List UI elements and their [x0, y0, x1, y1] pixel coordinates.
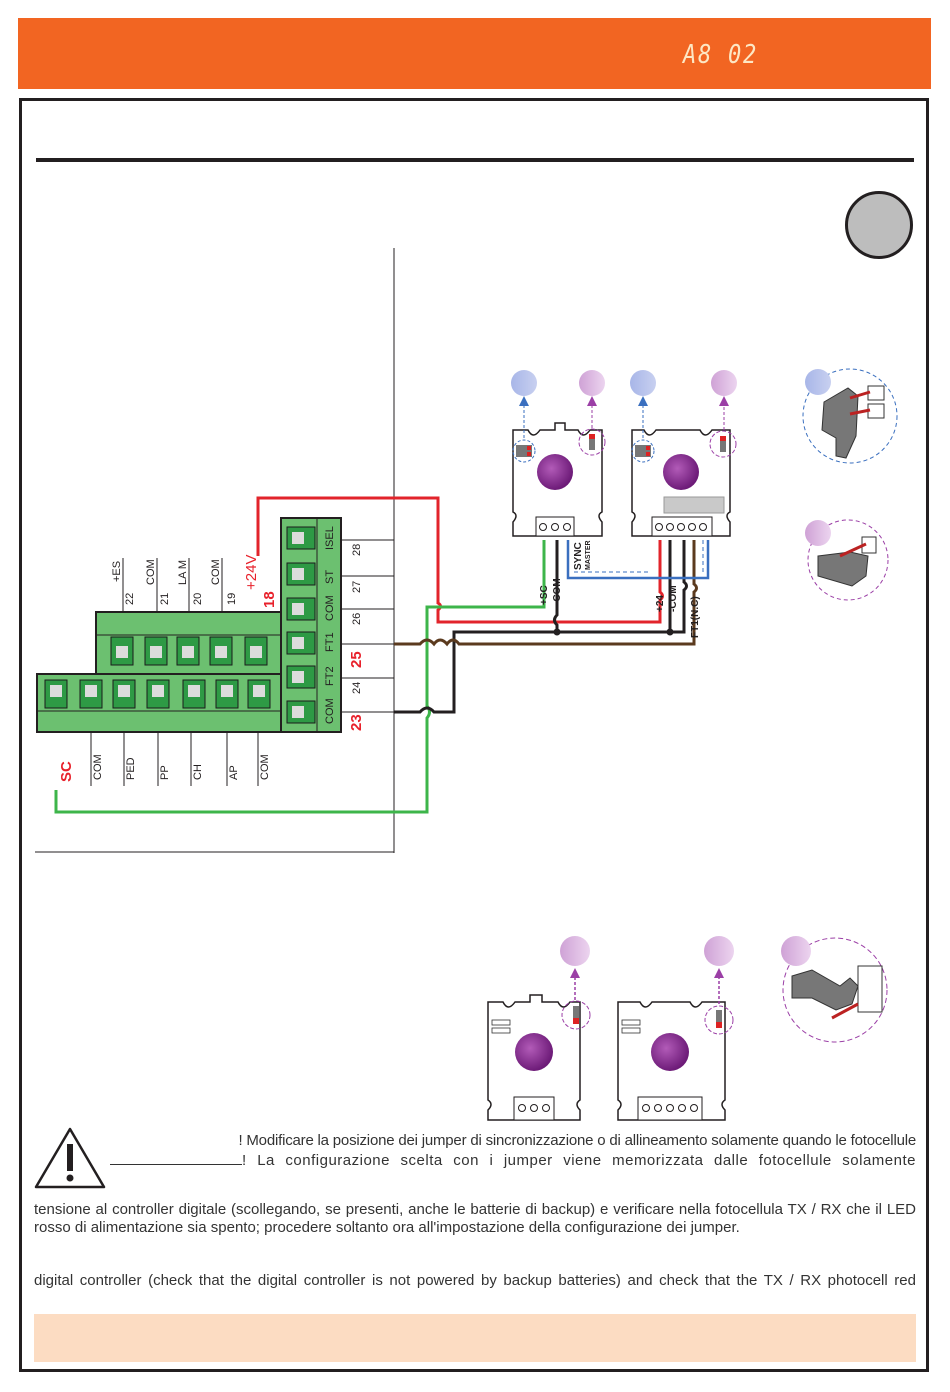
- panel-divider: [35, 248, 395, 853]
- photocell-tx-bottom: [487, 936, 591, 1121]
- terminal-label-es: +ES: [111, 561, 123, 582]
- sync-indicator: [630, 370, 656, 396]
- english-paragraph: digital controller (check that the digit…: [34, 1272, 916, 1289]
- wire-green-sc: [54, 540, 546, 814]
- terminal-label-sc: SC: [58, 761, 75, 782]
- terminal-block: [36, 517, 342, 733]
- photocell-rx-bottom: [617, 936, 734, 1121]
- jumper-detail-sync: [802, 368, 898, 464]
- photocell-lens: [651, 1033, 689, 1071]
- terminal-label-com-19: COM: [210, 559, 222, 585]
- warning-blank: [110, 1150, 242, 1165]
- photocell-tx-top: [512, 422, 606, 537]
- header-bar: [18, 18, 931, 89]
- terminal-label-com-23: COM: [324, 698, 336, 724]
- step-marker: [845, 191, 913, 259]
- terminal-leaders: [90, 539, 394, 786]
- wire-brown-ft1: [394, 540, 698, 647]
- wires: [54, 496, 710, 814]
- screw-terminals-lower: [44, 679, 271, 709]
- terminal-number-24: 24: [351, 682, 363, 694]
- warning-line-1: ! Modificare la posizione dei jumper di …: [238, 1132, 916, 1149]
- screw-terminals-upper: [110, 636, 268, 666]
- tx-label-sc: +SC: [539, 585, 550, 605]
- sync-indicator: [511, 370, 537, 396]
- screw-terminals-side: [286, 526, 316, 724]
- wire-black-com-rx2: [670, 540, 688, 634]
- align-indicator: [711, 370, 737, 396]
- rx-label-ft1: FT1(N.C): [690, 596, 701, 638]
- terminal-label-24v: +24V: [243, 555, 260, 590]
- tx-label-com: -COM: [552, 578, 563, 605]
- terminal-number-23: 23: [348, 714, 365, 731]
- terminal-label-ft2: FT2: [324, 666, 336, 686]
- jumper-detail-align: [805, 519, 889, 601]
- rx-label-24: +24: [655, 595, 666, 612]
- terminal-number-28: 28: [351, 544, 363, 556]
- jumper-detail-align-bottom: [781, 936, 888, 1043]
- align-indicator: [704, 936, 734, 966]
- tx-label-master: MASTER: [585, 540, 592, 570]
- document-code: A8 02: [683, 40, 759, 70]
- junction-dot: [666, 628, 674, 636]
- terminal-number-19: 19: [226, 593, 238, 605]
- terminal-label-st: ST: [324, 570, 336, 584]
- photocell-lens: [515, 1033, 553, 1071]
- terminal-number-21: 21: [159, 593, 171, 605]
- photocell-lens: [537, 454, 573, 490]
- terminal-label-pp: PP: [159, 765, 171, 780]
- warning-icon: [34, 1127, 106, 1189]
- terminal-label-isel: ISEL: [324, 526, 336, 550]
- junction-dot: [553, 628, 561, 636]
- terminal-label-com-b: COM: [259, 754, 271, 780]
- photocell-lens: [663, 454, 699, 490]
- terminal-label-lam: LA M: [177, 560, 189, 585]
- terminal-number-22: 22: [124, 593, 136, 605]
- terminal-label-com-a: COM: [92, 754, 104, 780]
- terminal-label-ft1: FT1: [324, 632, 336, 652]
- warning-line-2-text: ! La configurazione scelta con i jumper …: [242, 1152, 916, 1169]
- title-rule: [36, 158, 914, 162]
- align-indicator: [560, 936, 590, 966]
- terminal-label-com-26: COM: [324, 595, 336, 621]
- terminal-label-com-21: COM: [145, 559, 157, 585]
- photocell-rx-top: [631, 429, 737, 537]
- rx-label-com: -COM: [668, 585, 679, 612]
- jumper-indicators-top: [511, 370, 737, 438]
- wire-red-24v: [256, 496, 664, 624]
- note-box: [34, 1314, 916, 1362]
- terminal-number-20: 20: [192, 593, 204, 605]
- terminal-number-18: 18: [261, 591, 278, 608]
- terminal-number-25: 25: [348, 651, 365, 668]
- align-indicator: [579, 370, 605, 396]
- wire-blue-sync: [566, 540, 710, 580]
- terminal-number-27: 27: [351, 581, 363, 593]
- wire-black-com: [394, 540, 559, 714]
- terminal-number-26: 26: [351, 613, 363, 625]
- tx-label-sync: SYNC: [573, 542, 584, 570]
- warning-line-2: ! La configurazione scelta con i jumper …: [110, 1150, 916, 1170]
- terminal-label-ch: CH: [192, 764, 204, 780]
- terminal-label-ap: AP: [228, 765, 240, 780]
- terminal-label-ped: PED: [125, 757, 137, 780]
- page-frame: [19, 98, 929, 1372]
- italian-paragraph: tensione al controller digitale (scolleg…: [34, 1201, 916, 1236]
